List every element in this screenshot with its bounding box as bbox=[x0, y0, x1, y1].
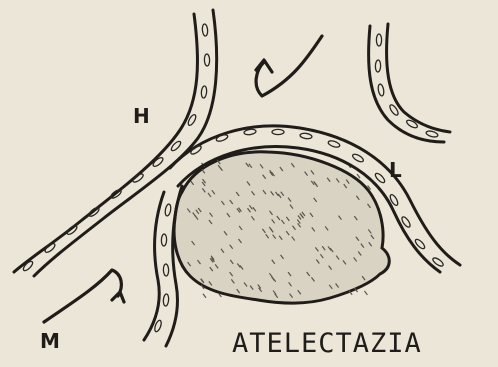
alveolar-cell bbox=[327, 140, 340, 149]
alveolar-cell bbox=[272, 129, 284, 134]
alveolar-cell bbox=[352, 153, 365, 164]
alveolar-cell bbox=[377, 84, 384, 97]
alveolar-cell bbox=[201, 86, 207, 98]
alveolar-cell bbox=[426, 130, 439, 138]
flow-arrow-icon bbox=[256, 36, 322, 96]
alveolar-cell bbox=[66, 224, 79, 236]
alveolar-cell bbox=[164, 204, 171, 217]
flow-arrow-icon bbox=[44, 270, 124, 322]
alveolar-cell bbox=[202, 24, 208, 36]
alveolar-cell bbox=[375, 60, 381, 72]
label-h: H bbox=[133, 106, 150, 126]
alveolar-cell bbox=[374, 172, 386, 184]
alveolar-cell bbox=[163, 294, 169, 306]
stipple-mark bbox=[203, 294, 206, 298]
stipple-mark bbox=[364, 291, 367, 295]
alveolar-cell bbox=[161, 234, 167, 246]
label-l: L bbox=[389, 160, 402, 180]
alveolar-cell bbox=[204, 54, 210, 66]
stipple-mark bbox=[357, 174, 360, 178]
alveolar-cell bbox=[22, 260, 34, 272]
alveolar-duct-right bbox=[369, 24, 450, 142]
alveolar-cell bbox=[163, 264, 169, 276]
alveolar-cell bbox=[376, 34, 381, 46]
diagram-title: ATELECTAZIA bbox=[232, 330, 422, 357]
collapsed-alveolus-icon bbox=[174, 152, 389, 303]
alveolar-cell bbox=[300, 133, 313, 140]
label-m: M bbox=[40, 331, 60, 351]
